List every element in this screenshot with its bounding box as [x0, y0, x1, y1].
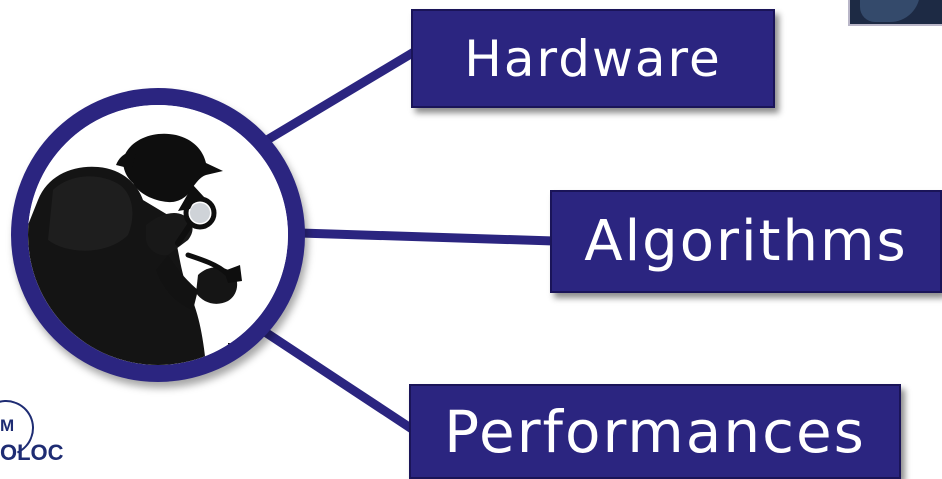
- logo-word: OLOC: [0, 440, 64, 465]
- performances-label: Performances: [444, 397, 866, 466]
- logo-mark: M: [0, 416, 15, 435]
- hardware-label: Hardware: [464, 29, 722, 88]
- detective-photo-circle: [11, 88, 305, 382]
- performances-node: Performances: [409, 384, 901, 479]
- connector-algorithms: [295, 228, 559, 246]
- logo: M OLOC: [0, 398, 80, 479]
- algorithms-node: Algorithms: [550, 190, 942, 293]
- photo-thumbnail-icon: [848, 0, 942, 26]
- detective-silhouette-icon: [28, 105, 288, 365]
- hardware-node: Hardware: [411, 9, 775, 108]
- algorithms-label: Algorithms: [584, 209, 908, 274]
